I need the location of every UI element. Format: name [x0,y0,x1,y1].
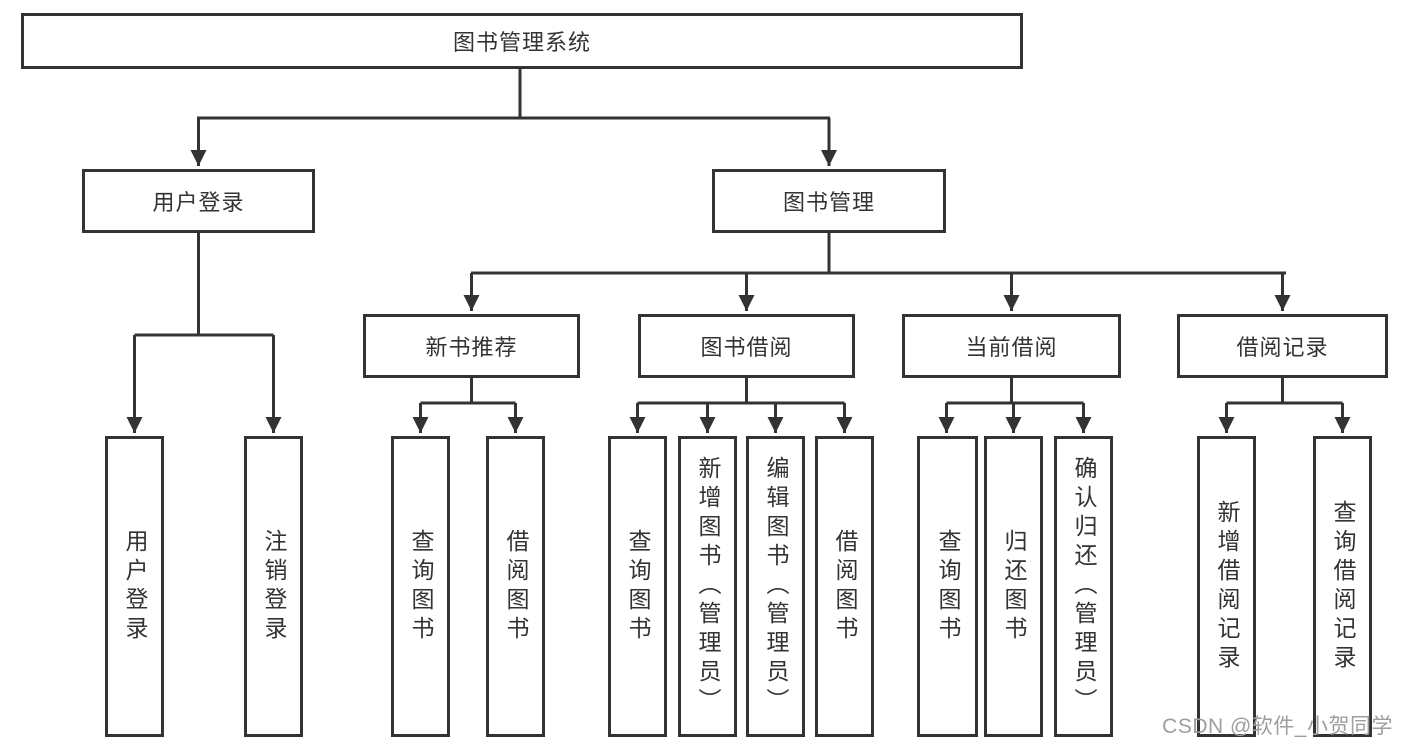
node-borrowing-records: 借阅记录 [1177,314,1388,378]
node-label: 注销登录 [261,528,287,645]
node-label: 用户登录 [122,528,148,645]
leaf-borrow-books-recommend: 借阅图书 [486,436,545,737]
node-label: 借阅图书 [832,528,858,645]
node-label: 图书借阅 [700,335,793,360]
node-label: 新书推荐 [425,335,518,360]
node-label: 查询图书 [625,528,651,645]
leaf-borrow-books: 借阅图书 [815,436,874,737]
node-label: 查询图书 [408,528,434,645]
node-label: 确认归还（管理员） [1071,456,1097,717]
node-book-borrowing: 图书借阅 [638,314,855,378]
leaf-confirm-return-admin: 确认归还（管理员） [1054,436,1113,737]
node-user-login: 用户登录 [82,169,315,233]
node-label: 归还图书 [1001,528,1027,645]
leaf-query-books-recommend: 查询图书 [391,436,450,737]
csdn-watermark: CSDN @软件_小贺同学 [1162,715,1393,738]
node-label: 当前借阅 [965,335,1058,360]
node-label: 查询图书 [935,528,961,645]
node-label: 查询借阅记录 [1330,499,1356,674]
node-label: 新增图书（管理员） [695,456,721,717]
node-label: 借阅记录 [1236,335,1329,360]
leaf-add-borrow-record: 新增借阅记录 [1197,436,1256,737]
leaf-add-books-admin: 新增图书（管理员） [678,436,737,737]
leaf-query-books-current: 查询图书 [917,436,978,737]
node-current-borrowing: 当前借阅 [902,314,1121,378]
node-label: 用户登录 [152,190,245,215]
leaf-edit-books-admin: 编辑图书（管理员） [746,436,805,737]
node-label: 借阅图书 [503,528,529,645]
node-label: 图书管理系统 [452,30,591,55]
node-label: 编辑图书（管理员） [763,456,789,717]
node-new-book-recommendation: 新书推荐 [363,314,580,378]
leaf-user-login: 用户登录 [105,436,164,737]
leaf-query-borrow-record: 查询借阅记录 [1313,436,1372,737]
leaf-logout: 注销登录 [244,436,303,737]
leaf-return-books: 归还图书 [984,436,1043,737]
node-label: 新增借阅记录 [1214,499,1240,674]
node-label: 图书管理 [782,190,875,215]
node-library-management-system: 图书管理系统 [21,13,1023,69]
node-book-management: 图书管理 [712,169,946,233]
leaf-query-books-borrow: 查询图书 [608,436,667,737]
